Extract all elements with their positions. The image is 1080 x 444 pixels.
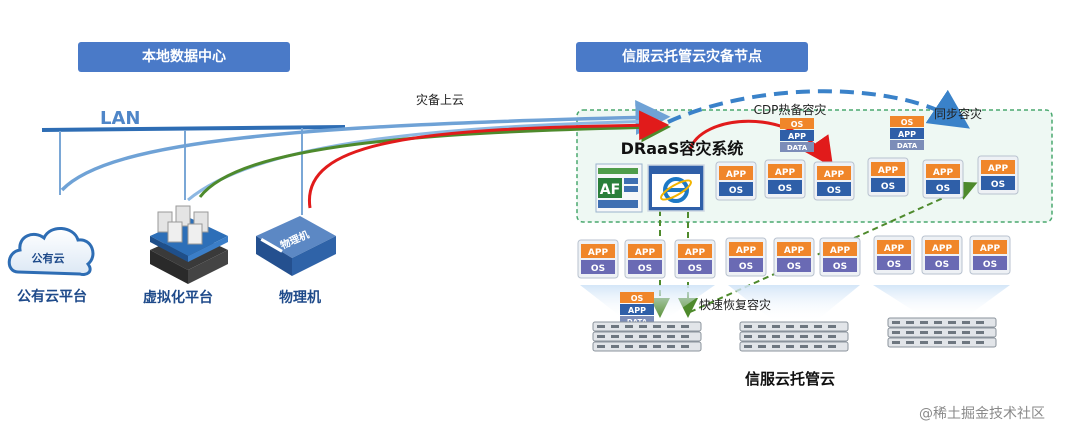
af-appliance-icon xyxy=(595,163,643,213)
vm-os-text: OS xyxy=(935,260,949,270)
vm-os-text: OS xyxy=(739,262,753,272)
upload-flow-red xyxy=(307,110,669,209)
vm-os-text: OS xyxy=(887,260,901,270)
fan-shade-2 xyxy=(728,285,860,322)
vm-os-text: OS xyxy=(936,184,950,194)
stack-os-text: OS xyxy=(901,118,914,127)
vm-os-text: OS xyxy=(881,182,895,192)
vm-app-text: APP xyxy=(775,168,796,178)
vm-cards-layer: APPOSAPPOSAPPOSAPPOSAPPOSAPPOSOSAPPDATAO… xyxy=(577,116,1019,352)
vm-os-text: OS xyxy=(729,186,743,196)
vm-app-text: APP xyxy=(932,244,953,254)
public-cloud-inner-label: 公有云 xyxy=(32,251,65,265)
vm-app-text: APP xyxy=(933,168,954,178)
vm-app-text: APP xyxy=(884,244,905,254)
sync-data-stack: OS APP DATA xyxy=(890,116,924,150)
zone-vm-card: APP OS xyxy=(977,155,1019,195)
stack-data-text: DATA xyxy=(897,142,918,150)
pool-vm-card: APP OS xyxy=(674,239,716,279)
physical-label: 物理机 xyxy=(279,289,321,306)
vm-app-text: APP xyxy=(988,164,1009,174)
pool-vm-card: APP OS xyxy=(773,237,815,277)
af-label: AF xyxy=(600,182,620,198)
pool-vm-card: APP OS xyxy=(624,239,666,279)
internet-explorer-icon xyxy=(647,164,705,212)
watermark: @稀土掘金技术社区 xyxy=(919,406,1045,422)
zone-vm-card: APP OS xyxy=(922,159,964,199)
stack-app-text: APP xyxy=(628,306,646,315)
pool-vm-card: APP OS xyxy=(969,235,1011,275)
vm-os-text: OS xyxy=(688,264,702,274)
fan-shade-3 xyxy=(873,285,1010,318)
public-cloud-icon xyxy=(7,227,95,276)
lan-line xyxy=(41,125,346,132)
sync-label: 同步容灾 xyxy=(934,106,982,121)
vm-app-text: APP xyxy=(685,248,706,258)
draas-title: DRaaS容灾系统 xyxy=(621,139,744,158)
server-unit-3 xyxy=(887,317,997,348)
pool-vm-card: APP OS xyxy=(819,237,861,277)
pool-vm-card: APP OS xyxy=(873,235,915,275)
zone-vm-card: APP OS xyxy=(764,159,806,199)
cloud-label: 信服云托管云 xyxy=(745,370,835,388)
vm-os-text: OS xyxy=(827,186,841,196)
server-rack-icon xyxy=(150,205,228,284)
vm-app-text: APP xyxy=(726,170,747,180)
vm-os-text: OS xyxy=(638,264,652,274)
vm-app-text: APP xyxy=(830,246,851,256)
stack-data-text: DATA xyxy=(787,144,808,152)
vm-os-text: OS xyxy=(983,260,997,270)
pool-vm-card: APP OS xyxy=(725,237,767,277)
vm-os-text: OS xyxy=(787,262,801,272)
cdp-data-stack: OS APP DATA xyxy=(780,118,814,152)
cloud-node-header: 信服云托管云灾备节点 xyxy=(576,42,808,72)
stack-os-text: OS xyxy=(791,120,804,129)
lan-label: LAN xyxy=(100,108,140,129)
vm-app-text: APP xyxy=(980,244,1001,254)
vm-os-text: OS xyxy=(833,262,847,272)
physical-server-icon xyxy=(256,216,336,276)
public-cloud-label: 公有云平台 xyxy=(17,288,87,305)
vm-app-text: APP xyxy=(736,246,757,256)
vm-os-text: OS xyxy=(991,180,1005,190)
cdp-label: CDP热备容灾 xyxy=(754,102,827,117)
virtualization-label: 虚拟化平台 xyxy=(143,289,213,306)
vm-os-text: OS xyxy=(591,264,605,274)
pool-vm-card: APP OS xyxy=(921,235,963,275)
stack-app-text: APP xyxy=(788,132,806,141)
zone-vm-card: APP OS xyxy=(867,157,909,197)
vm-app-text: APP xyxy=(588,248,609,258)
upload-flow-green xyxy=(198,112,671,198)
vm-os-text: OS xyxy=(778,184,792,194)
server-unit-2 xyxy=(739,321,849,352)
stack-os-text: OS xyxy=(631,294,644,303)
recovery-label: 快速恢复容灾 xyxy=(699,297,771,312)
vm-app-text: APP xyxy=(635,248,656,258)
vm-app-text: APP xyxy=(878,166,899,176)
upload-label: 灾备上云 xyxy=(416,92,464,107)
pool-vm-card: APP OS xyxy=(577,239,619,279)
zone-vm-card: APP OS xyxy=(813,161,855,201)
sync-dashed-arc xyxy=(667,89,970,129)
vm-app-text: APP xyxy=(784,246,805,256)
vm-app-text: APP xyxy=(824,170,845,180)
local-dc-header: 本地数据中心 xyxy=(78,42,290,72)
zone-vm-card: APP OS xyxy=(715,161,757,201)
upload-flow-blue xyxy=(60,100,671,192)
stack-app-text: APP xyxy=(898,130,916,139)
server-unit-1 xyxy=(592,321,702,352)
